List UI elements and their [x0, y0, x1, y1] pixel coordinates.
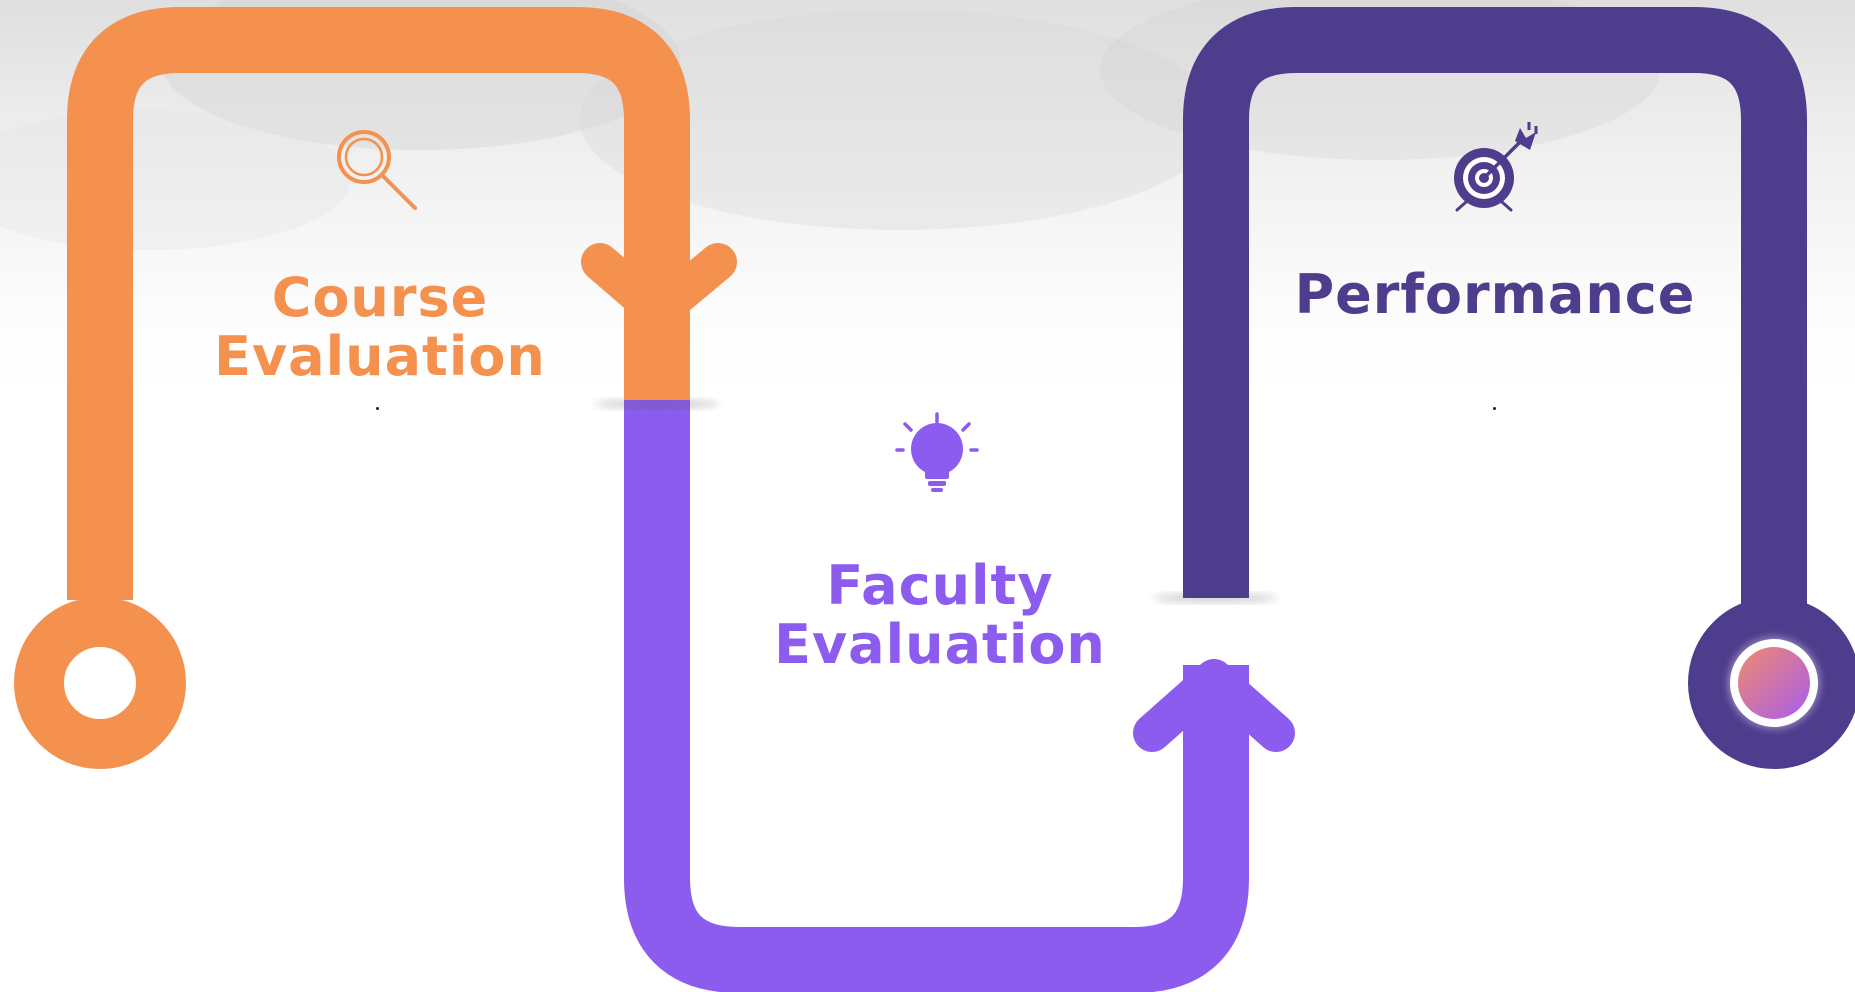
course-evaluation-path [67, 7, 690, 600]
performance-caption-dot [1493, 407, 1496, 410]
start-node [14, 597, 186, 769]
seam-shadow [595, 399, 719, 409]
faculty-evaluation-path [624, 400, 1249, 992]
faculty-evaluation-line2: Evaluation [774, 613, 1106, 677]
faculty-evaluation-line1: Faculty [826, 554, 1054, 617]
performance-title: Performance [1285, 263, 1705, 326]
course-evaluation-line1: Course [271, 266, 489, 329]
lightbulb-icon [895, 412, 979, 492]
course-caption-dot [376, 407, 379, 410]
performance-line1: Performance [1294, 263, 1696, 326]
course-evaluation-title: Course Evaluation [200, 268, 560, 387]
end-node-ring [1688, 597, 1855, 769]
upward-arrow-head [1133, 659, 1295, 752]
end-node-gradient-dot [1738, 647, 1810, 719]
magnifier-icon [337, 130, 417, 210]
faculty-evaluation-title: Faculty Evaluation [740, 556, 1140, 675]
target-icon [1454, 122, 1538, 212]
downward-arrow-head [581, 243, 737, 331]
performance-path [1183, 7, 1807, 605]
course-evaluation-line2: Evaluation [214, 325, 546, 389]
